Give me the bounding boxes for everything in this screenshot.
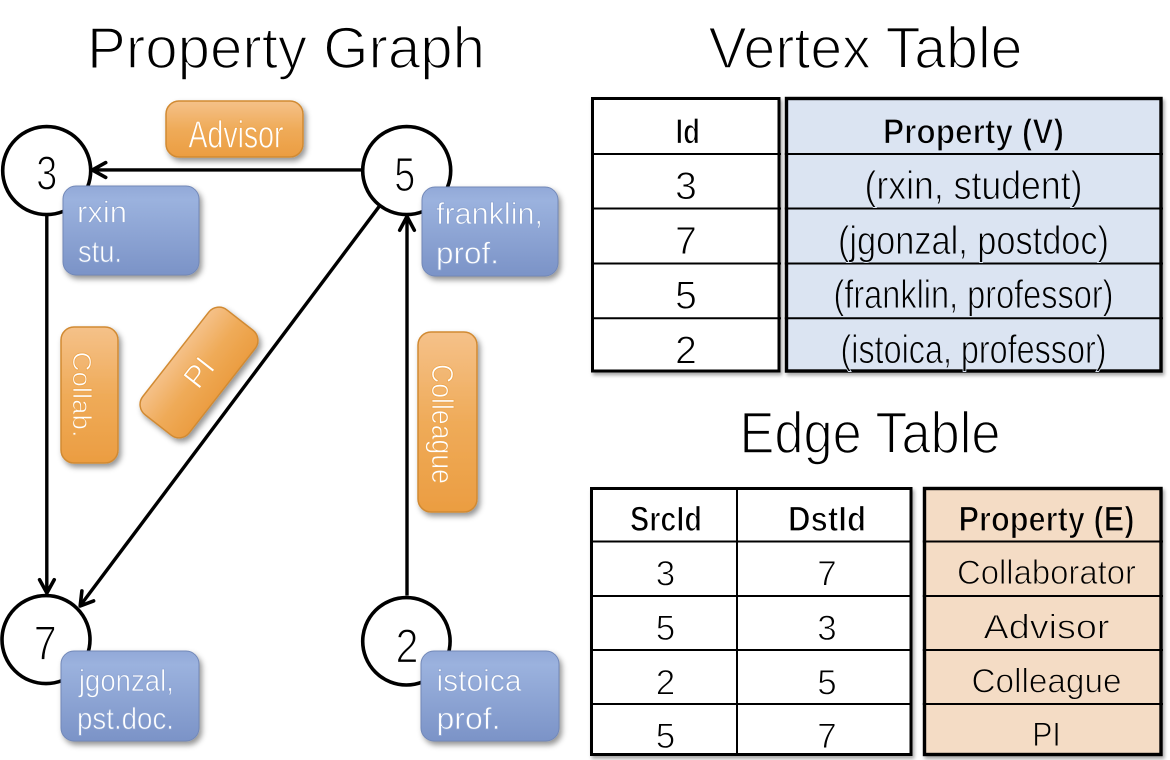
svg-text:prof.: prof.	[436, 236, 499, 271]
svg-text:Advisor: Advisor	[189, 115, 284, 157]
svg-text:prof.: prof.	[437, 701, 501, 736]
svg-text:PI: PI	[1032, 716, 1061, 754]
svg-text:pst.doc.: pst.doc.	[77, 701, 174, 736]
svg-text:Vertex Table: Vertex Table	[709, 16, 1023, 81]
svg-text:Colleague: Colleague	[972, 663, 1122, 701]
svg-text:Edge Table: Edge Table	[740, 401, 1001, 466]
svg-text:stu.: stu.	[78, 234, 122, 269]
svg-text:2: 2	[656, 663, 675, 702]
svg-text:2: 2	[396, 621, 419, 674]
svg-text:DstId: DstId	[788, 500, 866, 539]
svg-text:Id: Id	[675, 112, 700, 151]
svg-text:franklin,: franklin,	[436, 196, 543, 231]
svg-text:7: 7	[817, 717, 836, 756]
svg-text:(rxin, student): (rxin, student)	[865, 164, 1083, 208]
svg-text:Property (E): Property (E)	[959, 500, 1135, 539]
svg-text:(istoica, professor): (istoica, professor)	[841, 328, 1107, 372]
svg-text:2: 2	[675, 329, 697, 372]
svg-text:5: 5	[656, 717, 675, 756]
svg-text:istoica: istoica	[437, 663, 523, 698]
svg-text:Colleague: Colleague	[425, 364, 460, 484]
svg-text:SrcId: SrcId	[630, 500, 702, 539]
svg-text:5: 5	[394, 149, 415, 202]
svg-text:rxin: rxin	[77, 194, 127, 229]
svg-text:Advisor: Advisor	[984, 608, 1110, 646]
svg-text:(franklin, professor): (franklin, professor)	[834, 273, 1114, 317]
svg-text:Property Graph: Property Graph	[87, 16, 485, 81]
svg-text:7: 7	[34, 618, 57, 671]
svg-text:jgonzal,: jgonzal,	[78, 663, 174, 698]
svg-text:3: 3	[675, 165, 697, 208]
svg-text:7: 7	[675, 220, 697, 263]
svg-text:5: 5	[675, 274, 697, 317]
svg-text:5: 5	[817, 663, 836, 702]
svg-text:3: 3	[36, 148, 57, 201]
svg-text:(jgonzal, postdoc): (jgonzal, postdoc)	[838, 219, 1109, 263]
svg-text:3: 3	[817, 609, 836, 648]
svg-text:3: 3	[656, 555, 675, 594]
svg-text:Collab.: Collab.	[67, 352, 97, 438]
svg-text:Collaborator: Collaborator	[957, 554, 1136, 592]
svg-text:5: 5	[656, 609, 675, 648]
svg-text:Property (V): Property (V)	[883, 112, 1064, 151]
svg-text:7: 7	[817, 555, 836, 594]
